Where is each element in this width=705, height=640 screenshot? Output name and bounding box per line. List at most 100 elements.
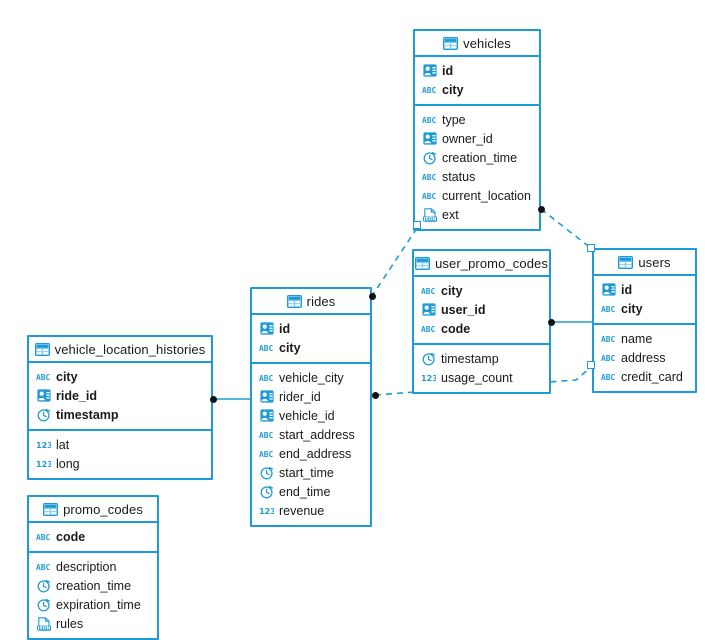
column-section: timestamp 123 usage_count [414,345,549,392]
field-row[interactable]: start_time [252,463,370,482]
abc-text-icon: ABC [422,169,437,184]
svg-text:ABC: ABC [422,191,436,200]
primary-key-section: ABC code [29,523,157,553]
field-name: vehicle_city [279,370,344,385]
svg-text:ABC: ABC [259,343,273,352]
field-name: code [56,529,86,544]
field-row[interactable]: 123 lat [29,435,211,454]
primary-key-row[interactable]: id [252,319,370,338]
field-name: start_address [279,427,355,442]
primary-key-row[interactable]: ABC code [29,527,157,546]
field-name: usage_count [441,370,513,385]
field-row[interactable]: ABC status [415,167,539,186]
relationship-one-endpoint [587,244,595,252]
primary-key-row[interactable]: id [594,280,695,299]
abc-text-icon: ABC [36,369,51,384]
field-name: ext [442,207,459,222]
table-title-bar[interactable]: vehicles [415,31,539,57]
field-name: user_id [441,302,486,317]
field-row[interactable]: creation_time [415,148,539,167]
relationship-many-endpoint [538,206,545,213]
field-name: timestamp [56,407,119,422]
field-name: city [442,82,464,97]
table-title-bar[interactable]: user_promo_codes [414,251,549,277]
field-row[interactable]: creation_time [29,576,157,595]
field-name: lat [56,437,70,452]
table-title-bar[interactable]: promo_codes [29,497,157,523]
field-row[interactable]: 123long [29,454,211,473]
abc-text-icon: ABC [601,301,616,316]
abc-text-icon: ABC [259,427,274,442]
svg-text:ABC: ABC [422,172,436,181]
table-name: rides [306,293,336,309]
field-name: type [442,112,466,127]
primary-key-row[interactable]: id [415,61,539,80]
field-row[interactable]: ABC start_address [252,425,370,444]
field-row[interactable]: expiration_time [29,595,157,614]
field-name: status [442,169,476,184]
primary-key-row[interactable]: timestamp [29,405,211,424]
clock-icon [259,484,274,499]
table-title-bar[interactable]: vehicle_location_histories [29,337,211,363]
svg-text:ABC: ABC [422,85,436,94]
svg-text:123: 123 [36,440,51,449]
field-name: expiration_time [56,597,141,612]
abc-text-icon: ABC [422,112,437,127]
svg-text:JSON: JSON [423,216,437,221]
relationship-line-vehicles-users [540,208,593,250]
svg-text:123: 123 [421,373,436,382]
table-name: vehicle_location_histories [54,341,206,357]
table-title-bar[interactable]: users [594,250,695,276]
table-title-bar[interactable]: rides [252,289,370,315]
primary-key-row[interactable]: ABC city [415,80,539,99]
field-row[interactable]: 123revenue [252,501,370,520]
id-card-icon [36,388,51,403]
field-row[interactable]: rider_id [252,387,370,406]
field-row[interactable]: end_time [252,482,370,501]
field-name: creation_time [442,150,518,165]
field-row[interactable]: 123 usage_count [414,368,549,387]
number-123-icon: 123 [259,503,274,518]
abc-text-icon: ABC [601,350,616,365]
id-card-icon [259,321,274,336]
table-name: user_promo_codes [435,255,548,271]
clock-icon [36,407,51,422]
field-name: long [56,456,80,471]
primary-key-row[interactable]: ride_id [29,386,211,405]
number-123-icon: 123 [36,437,51,452]
field-row[interactable]: ABC type [415,110,539,129]
field-row[interactable]: timestamp [414,349,549,368]
svg-text:ABC: ABC [421,286,435,295]
field-row[interactable]: JSON ext [415,205,539,224]
json-file-icon: JSON [422,207,437,222]
abc-text-icon: ABC [36,529,51,544]
primary-key-row[interactable]: user_id [414,300,549,319]
relationship-line-vehicles-user_promo_codes [371,227,418,297]
field-row[interactable]: vehicle_id [252,406,370,425]
table-icon [415,256,431,271]
field-row[interactable]: owner_id [415,129,539,148]
id-card-icon [422,63,437,78]
abc-text-icon: ABC [259,340,274,355]
